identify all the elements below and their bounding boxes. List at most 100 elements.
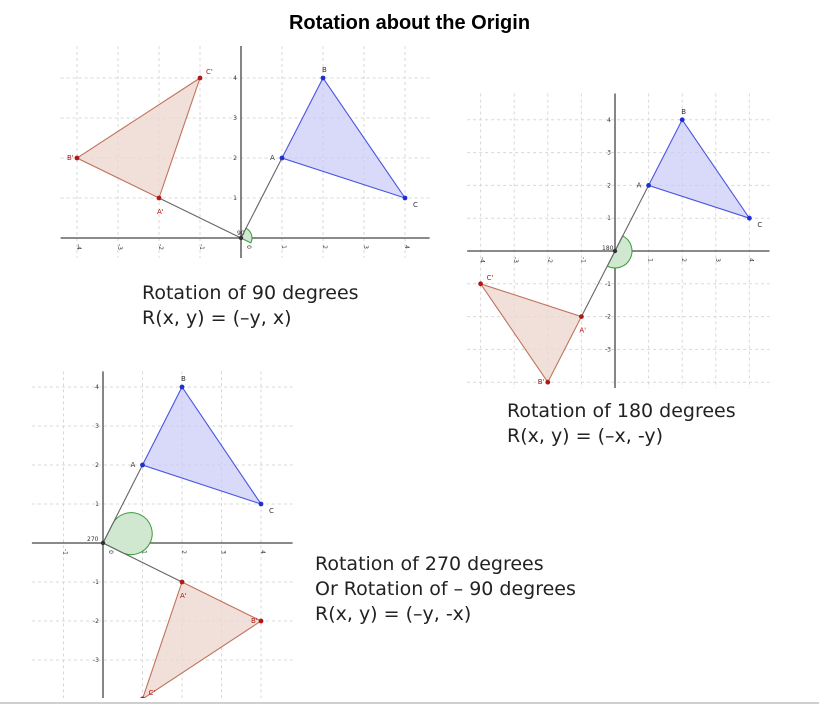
vertex-B: [179, 384, 185, 390]
vertex-C: [402, 195, 408, 201]
vertex-label: B: [181, 375, 186, 383]
vertex-A-prime: [179, 579, 185, 585]
connector-to-A: [102, 464, 143, 544]
vertex-C-prime: [140, 696, 145, 698]
x-tick-label: -3: [116, 244, 123, 250]
y-tick-label: 4: [607, 117, 611, 124]
bottom-divider: [0, 702, 819, 704]
vertex-label: B: [322, 66, 327, 74]
y-tick-label: 3: [607, 150, 611, 157]
x-tick-label: 2: [321, 245, 328, 249]
vertex-C: [258, 501, 264, 507]
y-tick-label: -1: [93, 579, 99, 586]
vertex-label: C: [757, 221, 762, 229]
y-tick-label: 3: [233, 115, 237, 122]
connector-to-A-prime: [158, 197, 242, 239]
angle-label: 270: [87, 536, 99, 543]
vertex-A: [646, 183, 651, 188]
x-tick-label: 4: [403, 245, 410, 249]
angle-label: 90: [237, 230, 245, 237]
caption-line: R(x, y) = (–x, -y): [507, 425, 664, 447]
x-tick-label: -1: [579, 257, 586, 263]
vertex-label: C': [206, 68, 213, 76]
vertex-label: C': [487, 274, 494, 282]
rotation-angle-sector: [102, 512, 153, 556]
vertex-B-prime: [74, 155, 80, 161]
x-tick-label: -4: [479, 257, 486, 263]
y-tick-label: 3: [95, 423, 99, 430]
y-tick-label: -2: [93, 618, 99, 625]
rotation-90-caption: Rotation of 90 degrees R(x, y) = (–y, x): [142, 281, 359, 331]
image-triangle: [142, 581, 263, 698]
vertex-label: A': [579, 327, 586, 335]
connector-to-A: [240, 157, 283, 239]
original-triangle: [141, 385, 263, 506]
rotation-angle-sector: [606, 235, 633, 269]
origin-point: [238, 235, 244, 241]
page-title: Rotation about the Origin: [288, 12, 531, 34]
x-tick-label: -2: [157, 244, 164, 250]
x-tick-label: 1: [280, 245, 287, 249]
y-tick-label: -1: [605, 281, 611, 288]
y-tick-label: 2: [95, 462, 99, 469]
vertex-B: [320, 75, 326, 81]
x-tick-label: -4: [75, 244, 82, 250]
vertex-label: B: [681, 108, 686, 116]
connector-to-A: [614, 185, 650, 252]
grid: [467, 93, 770, 388]
original-triangle: [647, 118, 751, 220]
vertex-label: B': [251, 617, 258, 625]
vertex-label: A: [637, 181, 642, 189]
vertex-C: [747, 215, 752, 221]
y-tick-label: 4: [233, 75, 237, 82]
caption-line: Rotation of 270 degrees: [315, 553, 544, 575]
x-tick-label: 2: [680, 258, 687, 262]
y-tick-label: 1: [233, 195, 237, 202]
connector-to-A-prime: [580, 250, 616, 317]
y-tick-label: -3: [605, 346, 611, 353]
image-triangle: [75, 76, 202, 199]
angle-label: 180: [602, 245, 614, 252]
x-tick-label: 3: [220, 550, 227, 554]
vertex-label: C': [149, 689, 156, 697]
x-tick-label: 0: [245, 245, 252, 249]
x-tick-label: -3: [512, 257, 519, 263]
x-tick-label: 4: [259, 550, 266, 554]
y-tick-label: 1: [607, 215, 611, 222]
connector-to-A-prime: [102, 542, 183, 583]
vertex-label: A': [157, 208, 164, 216]
x-tick-label: 3: [714, 258, 721, 262]
y-tick-label: 1: [95, 501, 99, 508]
vertex-B-prime: [545, 379, 551, 385]
x-tick-label: 1: [141, 550, 148, 554]
x-tick-label: 0: [107, 550, 114, 554]
vertex-A: [140, 462, 145, 468]
vertex-A: [279, 155, 285, 161]
vertex-label: A: [131, 461, 136, 469]
vertex-label: C: [269, 507, 274, 515]
rotation-180-caption: Rotation of 180 degrees R(x, y) = (–x, -…: [507, 399, 736, 449]
caption-line: Or Rotation of – 90 degrees: [315, 578, 576, 600]
origin-point: [612, 248, 618, 254]
y-tick-label: -2: [605, 314, 611, 321]
x-tick-label: -2: [546, 257, 553, 263]
caption-line: Rotation of 180 degrees: [507, 400, 736, 422]
x-tick-label: 1: [647, 258, 654, 262]
vertex-label: A': [180, 592, 187, 600]
rotation-270-caption: Rotation of 270 degrees Or Rotation of –…: [315, 552, 576, 627]
vertex-C-prime: [197, 75, 203, 81]
x-tick-label: 4: [747, 258, 754, 262]
x-tick-label: 3: [362, 245, 369, 249]
vertex-A-prime: [156, 195, 162, 201]
y-tick-label: 2: [607, 182, 611, 189]
vertex-label: A: [270, 154, 275, 162]
x-tick-label: -1: [62, 549, 69, 555]
vertex-label: B': [67, 154, 74, 162]
vertex-label: B': [538, 378, 545, 386]
caption-line: R(x, y) = (–y, x): [142, 307, 292, 329]
y-tick-label: -3: [93, 657, 99, 664]
original-triangle: [281, 76, 407, 200]
